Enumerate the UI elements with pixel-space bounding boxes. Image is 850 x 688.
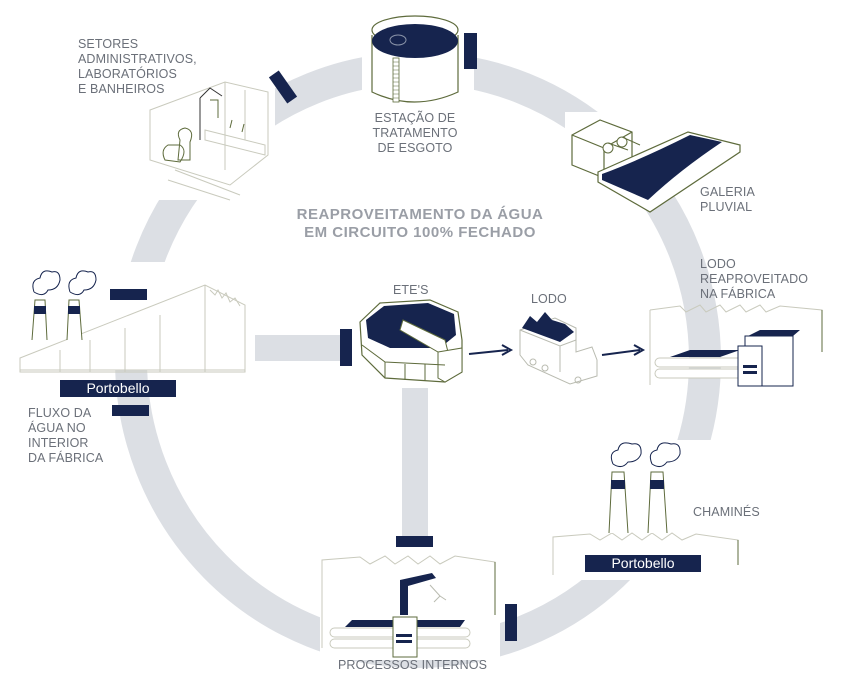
label-line: FLUXO DA [28,406,92,420]
label-line: SETORES [78,37,139,51]
ring-marker-processos-right [505,604,517,641]
connector-ete-processos [402,388,428,536]
label-processos: PROCESSOS INTERNOS [338,658,487,673]
main-factory-chimneys [31,270,97,341]
arrow-lodo-fabrica [601,344,646,356]
label-line: REAPROVEITADO [700,272,809,286]
label-chamines: CHAMINÉS [693,505,760,520]
ring-marker-estacao [464,33,477,69]
label-line: LODO [531,292,567,306]
label-etes: ETE'S [393,283,429,298]
bathroom-illustration [149,81,269,201]
label-line: PROCESSOS INTERNOS [338,658,488,672]
sludge-reuse-factory-illustration [649,304,823,387]
label-line: ADMINISTRATIVOS, [78,52,197,66]
label-line: NA FÁBRICA [700,287,776,301]
label-line: CHAMINÉS [693,505,760,519]
title-line-1: REAPROVEITAMENTO DA ÁGUA [296,206,544,223]
label-line: ÁGUA NO [28,421,86,435]
chimney-brand-sign: Portobello [585,555,701,572]
sewage-tank-illustration [371,15,459,103]
label-lodo-reaproveitado: LODO REAPROVEITADO NA FÁBRICA [700,257,808,302]
label-estacao: ESTAÇÃO DE TRATAMENTO DE ESGOTO [360,111,470,156]
arrow-ete-lodo [468,344,514,356]
label-galeria: GALERIA PLUVIAL [700,185,755,215]
storm-drain-illustration [571,119,741,213]
label-line: LODO [700,257,736,271]
factory-brand-sign: Portobello [60,380,176,397]
connector-factory-ete [252,335,344,361]
label-fluxo: FLUXO DA ÁGUA NO INTERIOR DA FÁBRICA [28,406,103,466]
internal-processes-illustration [321,555,496,658]
label-line: LABORATÓRIOS [78,67,177,81]
ring-marker-factory-top [110,289,147,300]
main-factory-illustration [19,284,246,373]
ring-marker-setores [268,70,298,104]
chimneys-factory-illustration [552,442,739,575]
label-lodo: LODO [531,292,567,307]
label-line: ESTAÇÃO DE [374,111,456,125]
label-setores: SETORES ADMINISTRATIVOS, LABORATÓRIOS E … [78,37,197,97]
label-line: ETE'S [393,283,429,297]
label-line: PLUVIAL [700,200,753,214]
label-line: TRATAMENTO [372,126,458,140]
ring-marker-ete [340,329,352,366]
label-line: DA FÁBRICA [28,451,104,465]
ring-marker-processos-top [396,536,433,547]
label-line: DE ESGOTO [377,141,453,155]
label-line: E BANHEIROS [78,82,165,96]
diagram-title: REAPROVEITAMENTO DA ÁGUA EM CIRCUITO 100… [260,206,580,242]
ete-illustration [359,299,463,383]
label-line: INTERIOR [28,436,89,450]
title-line-2: EM CIRCUITO 100% FECHADO [304,224,536,241]
ring-marker-factory-bottom [112,405,149,416]
label-line: GALERIA [700,185,755,199]
sludge-truck-illustration [519,312,598,385]
